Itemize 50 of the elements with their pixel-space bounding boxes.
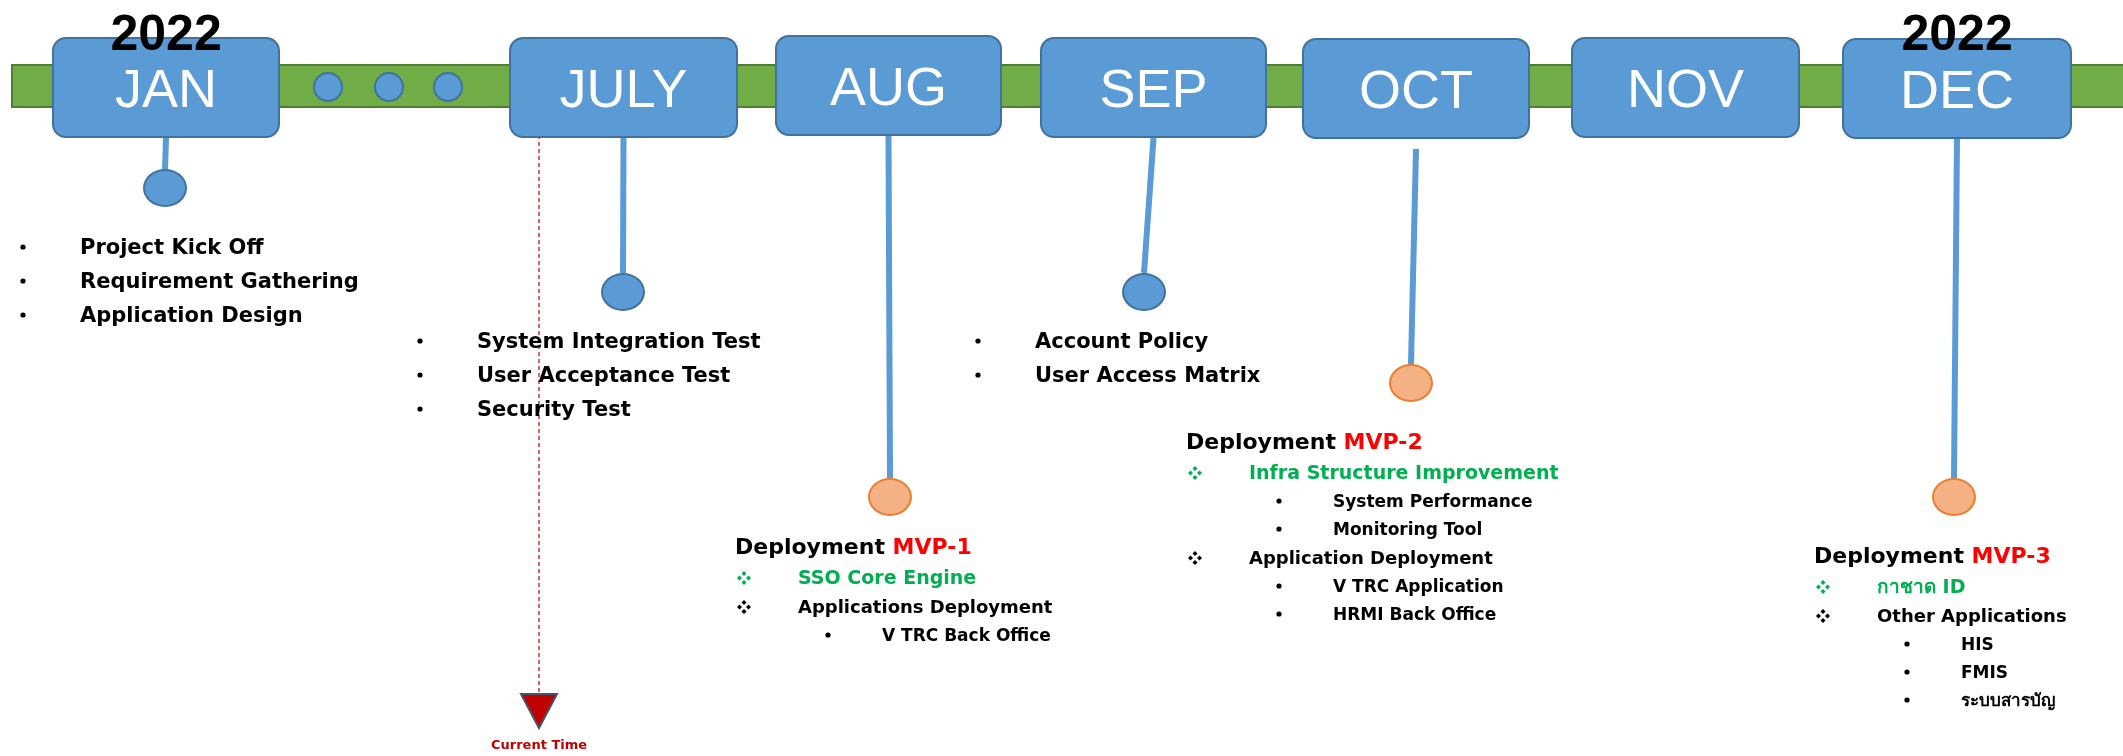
list-item: V TRC Application — [1333, 575, 1504, 598]
month-box — [775, 35, 1002, 136]
event-circle — [143, 169, 187, 207]
list-item: Requirement Gathering — [80, 268, 359, 295]
list-item: HIS — [1961, 633, 1994, 656]
current-time-label: Current Time — [491, 737, 588, 752]
list-item: V TRC Back Office — [882, 624, 1051, 647]
list-item: Monitoring Tool — [1333, 518, 1483, 541]
milestone-circle — [1932, 478, 1976, 516]
month-box — [1040, 37, 1267, 138]
list-item: System Integration Test — [477, 328, 761, 355]
list-item: ระบบสารบัญ — [1961, 689, 2055, 713]
list-item: SSO Core Engine — [798, 565, 977, 590]
list-item: Application Design — [80, 302, 303, 329]
connector-line — [620, 138, 627, 273]
list-item: User Access Matrix — [1035, 362, 1261, 389]
connector-line — [162, 137, 169, 170]
month-label: SEP — [1099, 60, 1208, 115]
list-item: Infra Structure Improvement — [1249, 460, 1559, 485]
list-item: FMIS — [1961, 661, 2009, 684]
month-label: OCT — [1359, 61, 1473, 116]
list-item: User Acceptance Test — [477, 362, 731, 389]
milestone-circle — [868, 478, 912, 516]
month-box — [1302, 38, 1530, 139]
event-circle — [1122, 273, 1166, 311]
connector-line — [1951, 138, 1960, 479]
deployment-heading: Deployment MVP-3 — [1814, 542, 2051, 570]
list-item: System Performance — [1333, 490, 1533, 513]
deployment-heading: Deployment MVP-1 — [735, 533, 972, 561]
connector-line — [1408, 148, 1419, 365]
event-circle — [601, 273, 645, 311]
month-box — [1571, 37, 1800, 138]
list-item: Account Policy — [1035, 328, 1209, 355]
list-item: Other Applications — [1877, 604, 2067, 628]
month-label: JULY — [559, 60, 688, 115]
month-label: NOV — [1627, 60, 1744, 115]
list-item: Application Deployment — [1249, 546, 1493, 570]
month-label: DEC — [1900, 61, 2014, 116]
list-item: HRMI Back Office — [1333, 603, 1497, 626]
list-item: Project Kick Off — [80, 234, 264, 261]
connector-line — [1141, 137, 1157, 274]
list-item: Security Test — [477, 396, 631, 423]
connector-line — [885, 136, 893, 478]
deployment-heading: Deployment MVP-2 — [1186, 428, 1423, 456]
month-label: JAN — [115, 60, 217, 115]
list-item: กาชาด ID — [1877, 574, 1966, 599]
month-box — [509, 37, 738, 138]
milestone-circle — [1389, 364, 1433, 402]
list-item: Applications Deployment — [798, 595, 1053, 619]
month-label: AUG — [830, 58, 947, 113]
